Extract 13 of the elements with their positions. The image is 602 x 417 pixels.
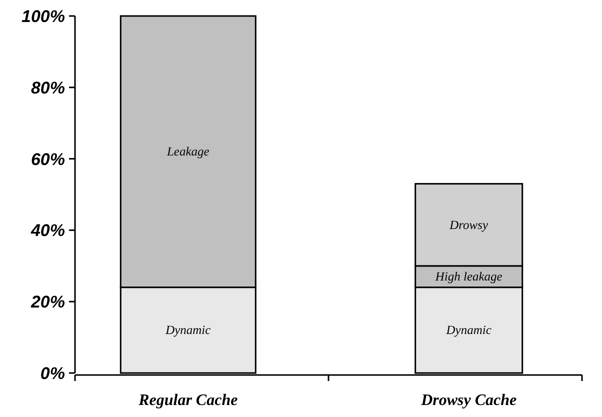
tick-label: 100% — [22, 7, 65, 26]
tick-label: 20% — [30, 292, 65, 312]
tick-label: 0% — [40, 364, 65, 383]
tick-label: 60% — [30, 150, 65, 169]
tick-label: 40% — [30, 221, 65, 240]
category-label: Drowsy Cache — [421, 392, 517, 409]
segment-label: Dynamic — [166, 323, 211, 338]
segment-label: High leakage — [435, 270, 502, 284]
category-label: Regular Cache — [138, 392, 238, 409]
tick-label: 80% — [30, 78, 65, 98]
segment-label: Drowsy — [450, 218, 488, 232]
segment-label: Leakage — [166, 144, 210, 159]
segment-label: Dynamic — [446, 323, 492, 338]
